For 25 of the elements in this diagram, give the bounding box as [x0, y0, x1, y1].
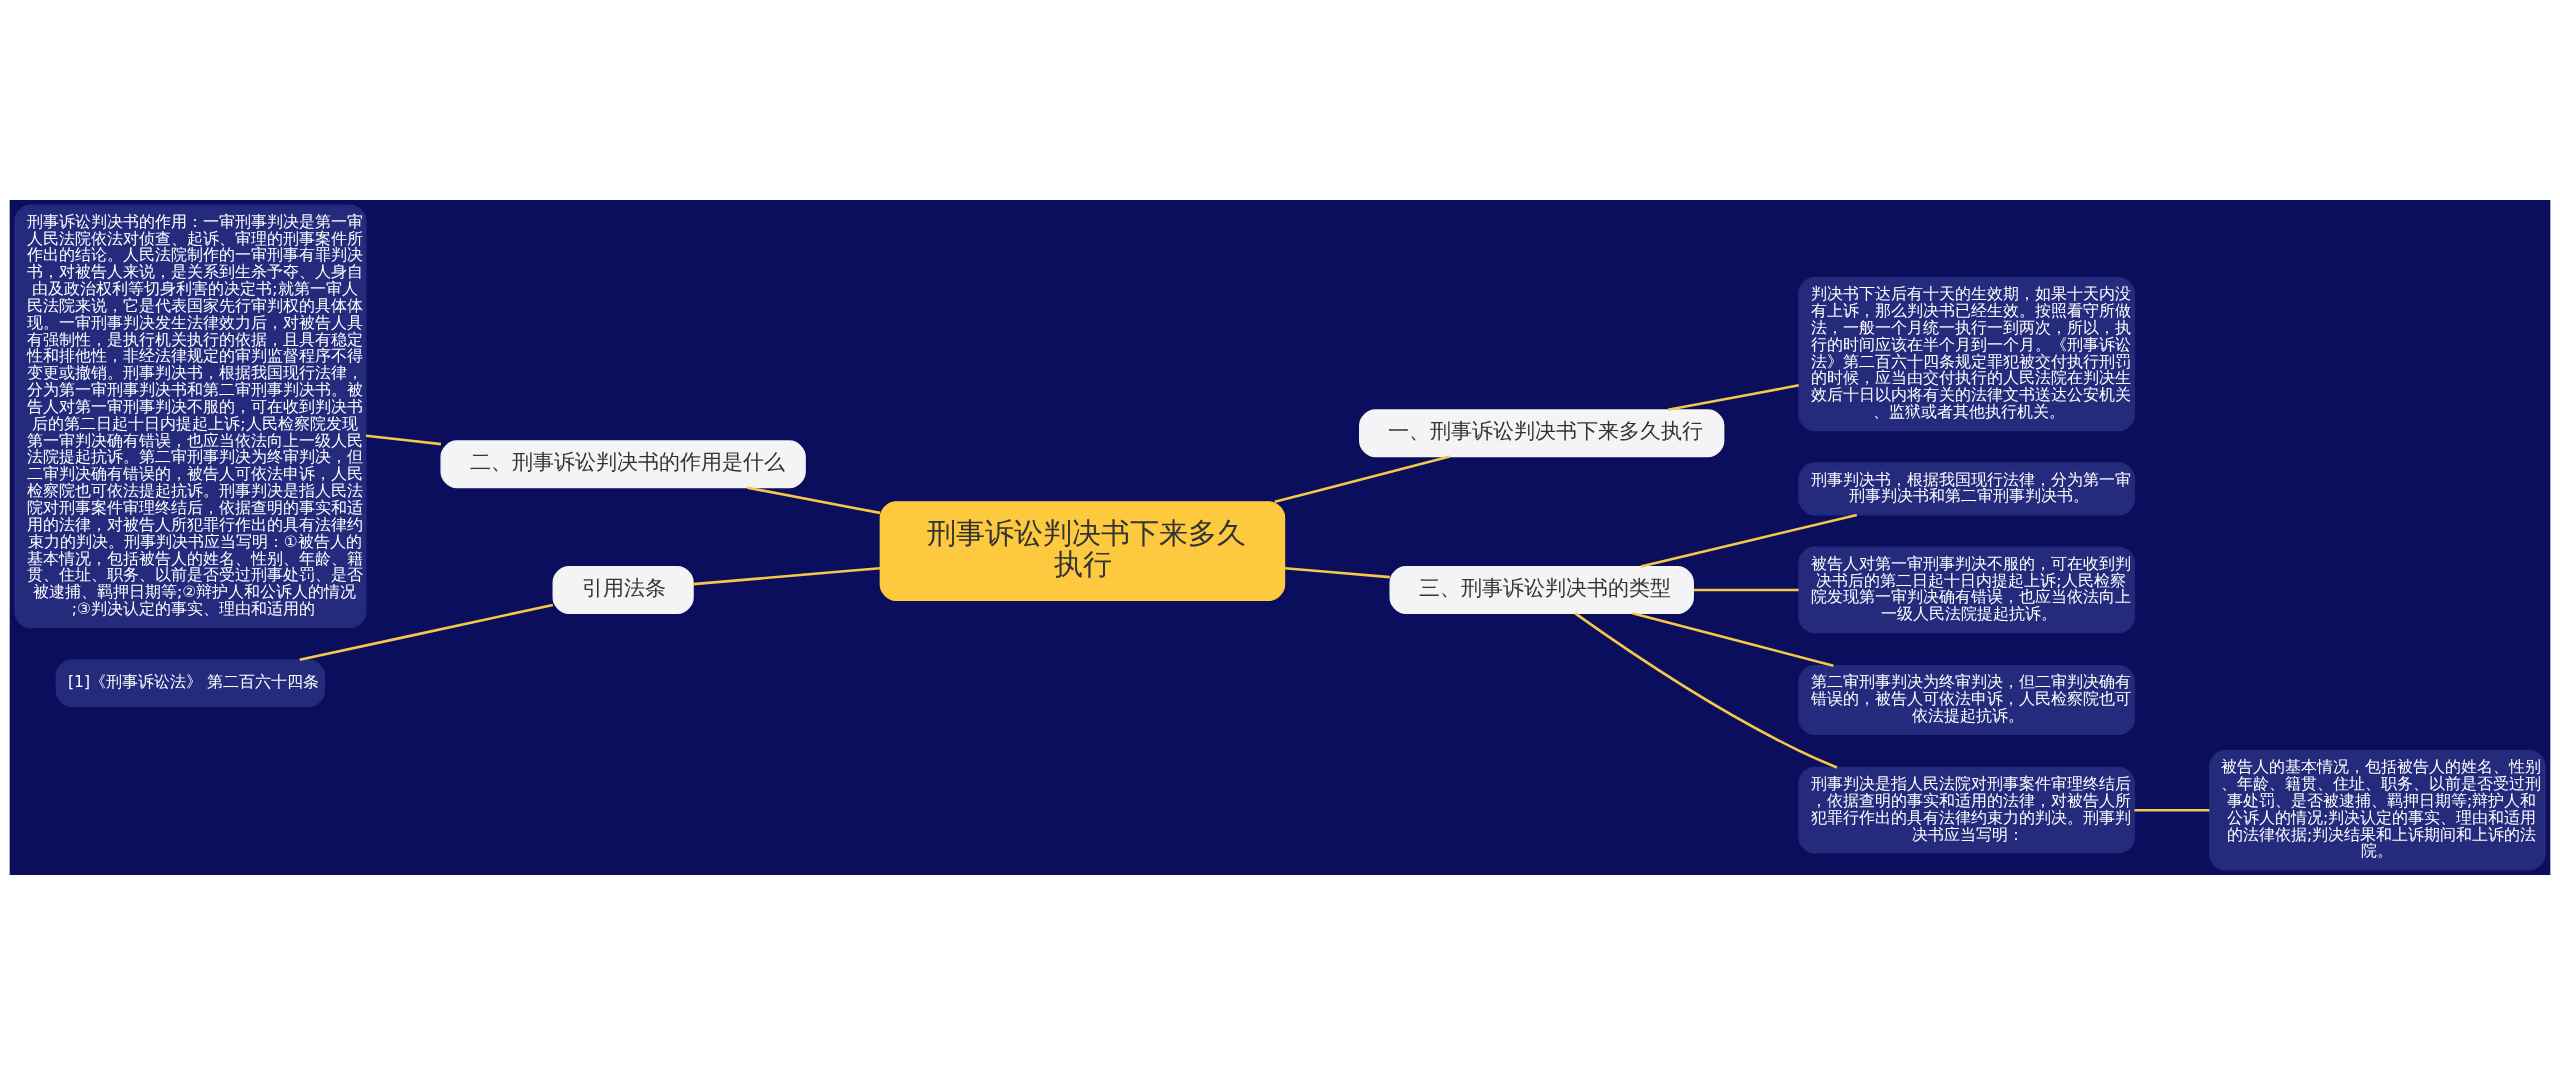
node-box: 刑事判决书，根据我国现行法律，分为第一审刑事判决书和第二审刑事判决书。: [1798, 462, 2136, 516]
node-box: 三、刑事诉讼判决书的类型: [1389, 566, 1694, 614]
node-box: 判决书下达后有十天的生效期，如果十天内没有上诉，那么判决书已经生效。按照看守所做法，一般一个月统一执行一到两次，所以，执行的时间应该在半个月到一个月。《刑事诉讼法》第二百六十四条规定罪犯被交付执行刑罚的时候，应当由交付执行的人民法院在判决生效后十日以内将有关的法律文书送达公安机关、监狱或者其他执行机关。: [1798, 277, 2136, 432]
node-box: 刑事判决是指人民法院对刑事案件审理终结后，依据查明的事实和适用的法律，对被告人所犯罪行作出的具有法律约束力的判决。刑事判决书应当写明：: [1798, 766, 2136, 854]
connector: [1574, 612, 1838, 769]
node-box: 第二审刑事判决为终审判决，但二审判决确有错误的，被告人可依法申诉，人民检察院也可依法提起抗诉。: [1798, 665, 2136, 736]
connector: [1284, 566, 1390, 579]
connector: [299, 603, 554, 662]
node-box: 二、刑事诉讼判决书的作用是什么: [440, 440, 806, 489]
connector: [2134, 808, 2210, 812]
node-box: 一、刑事诉讼判决书下来多久执行: [1359, 409, 1725, 458]
connector: [365, 434, 442, 446]
node-box: 引用法条: [552, 566, 694, 614]
connector: [1667, 384, 1799, 412]
connector: [747, 486, 881, 515]
connector: [1640, 513, 1858, 568]
node-box: 被告人对第一审刑事判决不服的，可在收到判决书后的第二日起十日内提起上诉;人民检察院发现第一审判决确有错误，也应当依法向上一级人民法院提起抗诉。: [1798, 546, 2136, 634]
connector: [1274, 455, 1451, 504]
connector: [1693, 588, 1799, 592]
connector: [693, 566, 881, 586]
node-box: 刑事诉讼判决书下来多久执行: [879, 501, 1286, 601]
node-box: 刑事诉讼判决书的作用：一审刑事判决是第一审人民法院依法对侦查、起诉、审理的刑事案件所作出的结论。人民法院制作的一审刑事有罪判决书，对被告人来说，是关系到生杀予夺、人身自由及政治权利等切身利害的决定书;就第一审人民法院来说，它是代表国家先行审判权的具体体现。一审刑事判决发生法律效力后，对被告人具有强制性，是执行机关执行的依据，且具有稳定性和排他性，非经法律规定的审判监督程序不得变更或撤销。刑事判决书，根据我国现行法律，分为第一审刑事判决书和第二审刑事判决书。被告人对第一审刑事判决不服的，可在收到判决书后的第二日起十日内提起上诉;人民检察院发现第一审判决确有错误，也应当依法向上一级人民法院提起抗诉。第二审刑事判决为终审判决，但二审判决确有错误的，被告人可依法申诉，人民检察院也可依法提起抗诉。刑事判决是指人民法院对刑事案件审理终结后，依据查明的事实和适用的法律，对被告人所犯罪行作出的具有法律约束力的判决。刑事判决书应当写明：①被告人的基本情况，包括被告人的姓名、性别、年龄、籍贯、住址、职务、以前是否受过刑事处罚、是否被逮捕、羁押日期等;②辩护人和公诉人的情况;③判决认定的事实、理由和适用的: [14, 204, 367, 629]
node-box: [1]《刑事诉讼法》 第二百六十四条: [55, 659, 326, 708]
connector: [1632, 612, 1834, 667]
node-box: 被告人的基本情况，包括被告人的姓名、性别、年龄、籍贯、住址、职务、以前是否受过刑事处罚、是否被逮捕、羁押日期等;辩护人和公诉人的情况;判决认定的事实、理由和适用的法律依据;判决结果和上诉期间和上诉的法院。: [2208, 749, 2546, 871]
